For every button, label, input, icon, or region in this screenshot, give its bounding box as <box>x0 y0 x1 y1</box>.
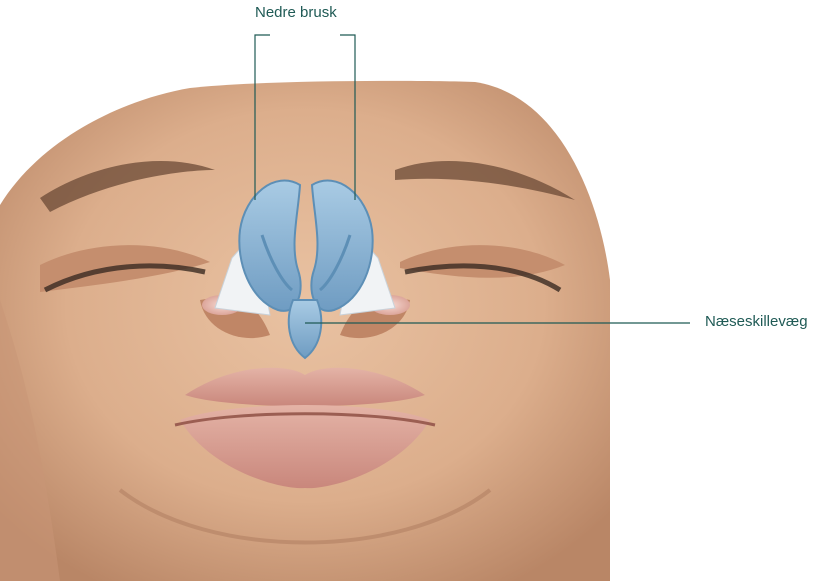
label-lower-cartilage: Nedre brusk <box>255 4 337 21</box>
label-septum: Næseskillevæg <box>705 313 808 330</box>
